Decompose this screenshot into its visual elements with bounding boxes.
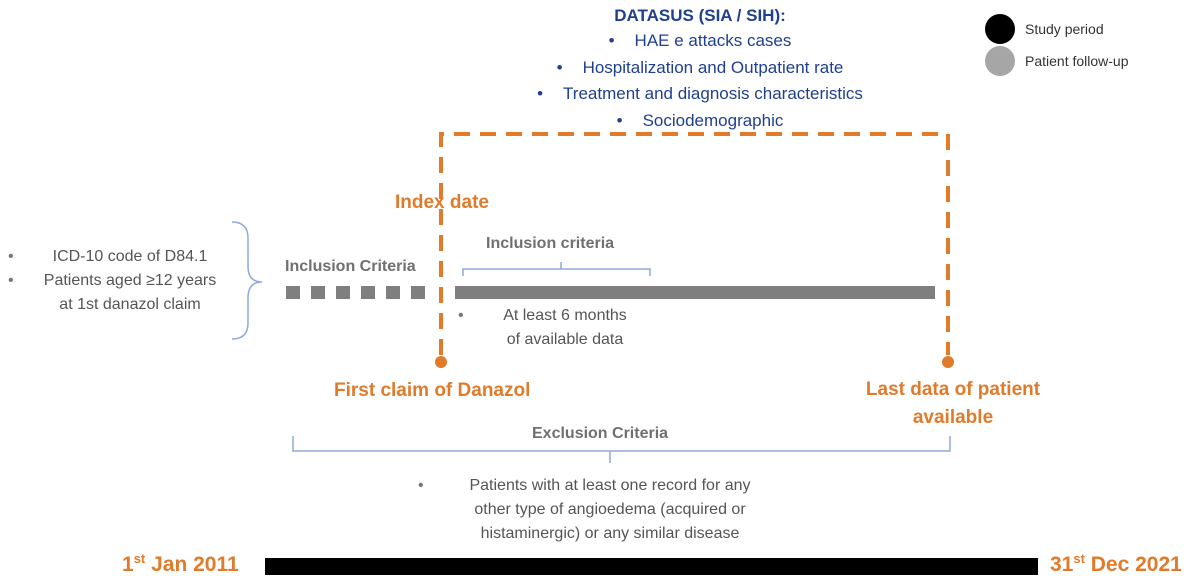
inclusion-criteria-lower: Inclusion criteria	[486, 235, 615, 252]
criteria-text-cont: at 1st danazol claim	[59, 296, 201, 313]
index-date-label: Index date	[395, 192, 489, 213]
datasus-item: Hospitalization and Outpatient rate	[480, 55, 920, 82]
followup-bar	[455, 286, 935, 299]
inclusion-bracket	[462, 262, 651, 276]
index-date-marker	[435, 356, 447, 368]
exclusion-text: histaminergic) or any similar disease	[480, 525, 740, 542]
exclusion-text: Patients with at least one record for an…	[469, 477, 751, 494]
exclusion-bracket	[292, 436, 951, 463]
study-period-bar	[265, 558, 1038, 575]
last-data-line: Last data of patient	[865, 379, 1041, 400]
exclusion-note: Patients with at least one record for an…	[440, 474, 780, 546]
pre-index-dashes	[286, 286, 425, 299]
datasus-title: DATASUS (SIA / SIH):	[614, 6, 786, 25]
start-date-label: 1st Jan 2011	[122, 551, 239, 576]
datasus-item: Treatment and diagnosis characteristics	[480, 81, 920, 108]
exclusion-criteria-title: Exclusion Criteria	[532, 425, 669, 442]
followup-bracket	[439, 132, 950, 355]
six-months-note: At least 6 months of available data	[480, 304, 650, 352]
six-months-text-cont: of available data	[506, 331, 624, 348]
legend-label: Patient follow-up	[1025, 53, 1129, 69]
legend-study-period: Study period	[985, 14, 1104, 44]
criteria-item: Patients aged ≥12 years	[30, 269, 230, 293]
criteria-item: ICD-10 code of D84.1	[30, 245, 230, 269]
inclusion-criteria-caps: Inclusion Criteria	[285, 258, 416, 275]
legend-patient-followup: Patient follow-up	[985, 46, 1129, 76]
left-criteria-list: ICD-10 code of D84.1 Patients aged ≥12 y…	[30, 245, 230, 317]
last-data-label: Last data of patient available	[848, 376, 1058, 432]
datasus-item: HAE e attacks cases	[480, 28, 920, 55]
criteria-text: Patients aged ≥12 years	[43, 272, 217, 289]
legend-swatch-grey	[985, 46, 1015, 76]
end-date-label: 31st Dec 2021	[1050, 551, 1182, 576]
legend-label: Study period	[1025, 21, 1104, 37]
legend-swatch-black	[985, 14, 1015, 44]
left-criteria-brace	[231, 221, 263, 340]
last-data-line: available	[912, 407, 994, 428]
first-claim-label: First claim of Danazol	[334, 380, 531, 401]
six-months-text: At least 6 months	[503, 307, 627, 324]
exclusion-text: other type of angioedema (acquired or	[474, 501, 746, 518]
last-data-marker	[942, 356, 954, 368]
datasus-item: Sociodemographic	[480, 108, 920, 135]
datasus-list: HAE e attacks cases Hospitalization and …	[480, 28, 920, 134]
criteria-text: ICD-10 code of D84.1	[52, 248, 208, 265]
